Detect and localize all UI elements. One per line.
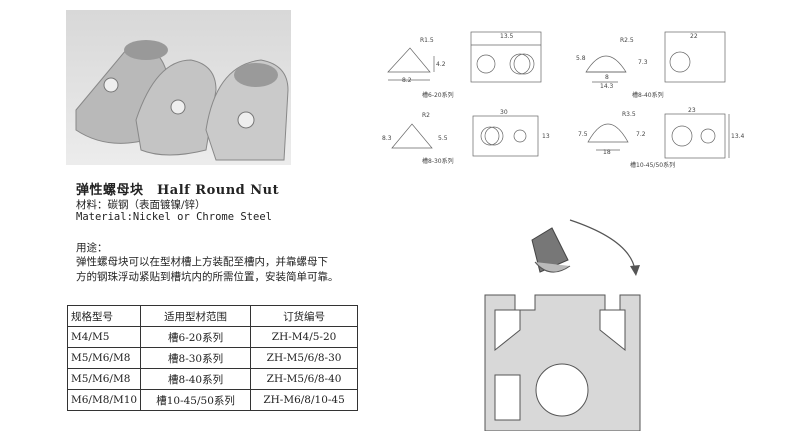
cell: 槽10-45/50系列 (140, 389, 252, 411)
dim-label: R1.5 (420, 37, 434, 44)
dim-label: R2 (422, 112, 430, 119)
dim-label: 18 (603, 149, 611, 156)
dim-label: R2.5 (620, 37, 634, 44)
dim-label: 8 (605, 74, 609, 81)
dim-label: 13.4 (731, 133, 745, 140)
header-cell: 订货编号 (250, 305, 359, 327)
material-en: Material:Nickel or Chrome Steel (76, 211, 272, 223)
header-cell: 规格型号 (66, 305, 142, 327)
cell: ZH-M5/6/8-40 (250, 368, 359, 390)
drawing-6-20: R1.5 4.2 8.2 槽6-20系列 13.5 (387, 31, 542, 99)
cell: 槽6-20系列 (140, 326, 252, 348)
cell: 槽8-40系列 (140, 368, 252, 390)
table-header-row: 规格型号适用型材范围订货编号 (66, 305, 359, 327)
drawing-caption: 槽8-40系列 (632, 91, 664, 99)
cell: M5/M6/M8 (66, 368, 142, 390)
rotation-arrow (569, 219, 636, 271)
cell: 槽8-30系列 (140, 347, 252, 369)
cell: M5/M6/M8 (66, 347, 142, 369)
dim-label: R3.5 (622, 111, 636, 118)
product-title: 弹性螺母块 Half Round Nut (76, 183, 280, 198)
dim-label: 7.5 (578, 131, 588, 138)
drawing-10-45: R3.5 7.5 7.2 18 槽10-45/50系列 23 13.4 (578, 107, 745, 169)
drawing-caption: 槽8-30系列 (422, 157, 454, 165)
drawing-8-40: R2.5 5.8 7.3 8 14.3 槽8-40系列 22 (576, 31, 726, 99)
usage-label: 用途： (76, 242, 108, 254)
material-cn: 材料：碳钢（表面镀镍/锌） (76, 199, 206, 211)
cell: ZH-M6/8/10-45 (250, 389, 359, 411)
dim-label: 5.5 (438, 135, 448, 142)
dim-label: 8.2 (402, 77, 412, 84)
dim-label: 8.3 (382, 135, 392, 142)
dim-label: 13.5 (500, 33, 514, 40)
profile-installation-illustration (484, 219, 641, 431)
cell: ZH-M5/6/8-30 (250, 347, 359, 369)
drawing-caption: 槽10-45/50系列 (630, 161, 675, 169)
dim-label: 4.2 (436, 61, 446, 68)
product-photo (66, 10, 291, 165)
drawing-8-30: R2 8.3 5.5 槽8-30系列 30 13 (382, 109, 550, 165)
nut-icon (531, 227, 571, 273)
usage-line: 方的钢珠浮动紧贴到槽坑内的所需位置，安装简单可靠。 (76, 271, 339, 283)
dim-label: 22 (690, 33, 698, 40)
dim-label: 7.3 (638, 59, 648, 66)
dim-label: 5.8 (576, 55, 586, 62)
dim-label: 14.3 (600, 83, 614, 90)
dim-label: 23 (688, 107, 696, 114)
cell: ZH-M4/5-20 (250, 326, 359, 348)
usage-line: 弹性螺母块可以在型材槽上方装配至槽内，并靠螺母下 (76, 256, 328, 268)
header-cell: 适用型材范围 (140, 305, 252, 327)
cell: M6/M8/M10 (66, 389, 142, 411)
half-round-nuts-image (75, 40, 289, 161)
dim-label: 13 (542, 133, 550, 140)
cell: M4/M5 (66, 326, 142, 348)
dimension-drawings: R1.5 4.2 8.2 槽6-20系列 13.5 R2.5 5.8 7.3 8… (382, 31, 745, 169)
dim-label: 30 (500, 109, 508, 116)
aluminium-profile-icon (484, 294, 641, 431)
drawing-caption: 槽6-20系列 (422, 91, 454, 99)
dim-label: 7.2 (636, 131, 646, 138)
